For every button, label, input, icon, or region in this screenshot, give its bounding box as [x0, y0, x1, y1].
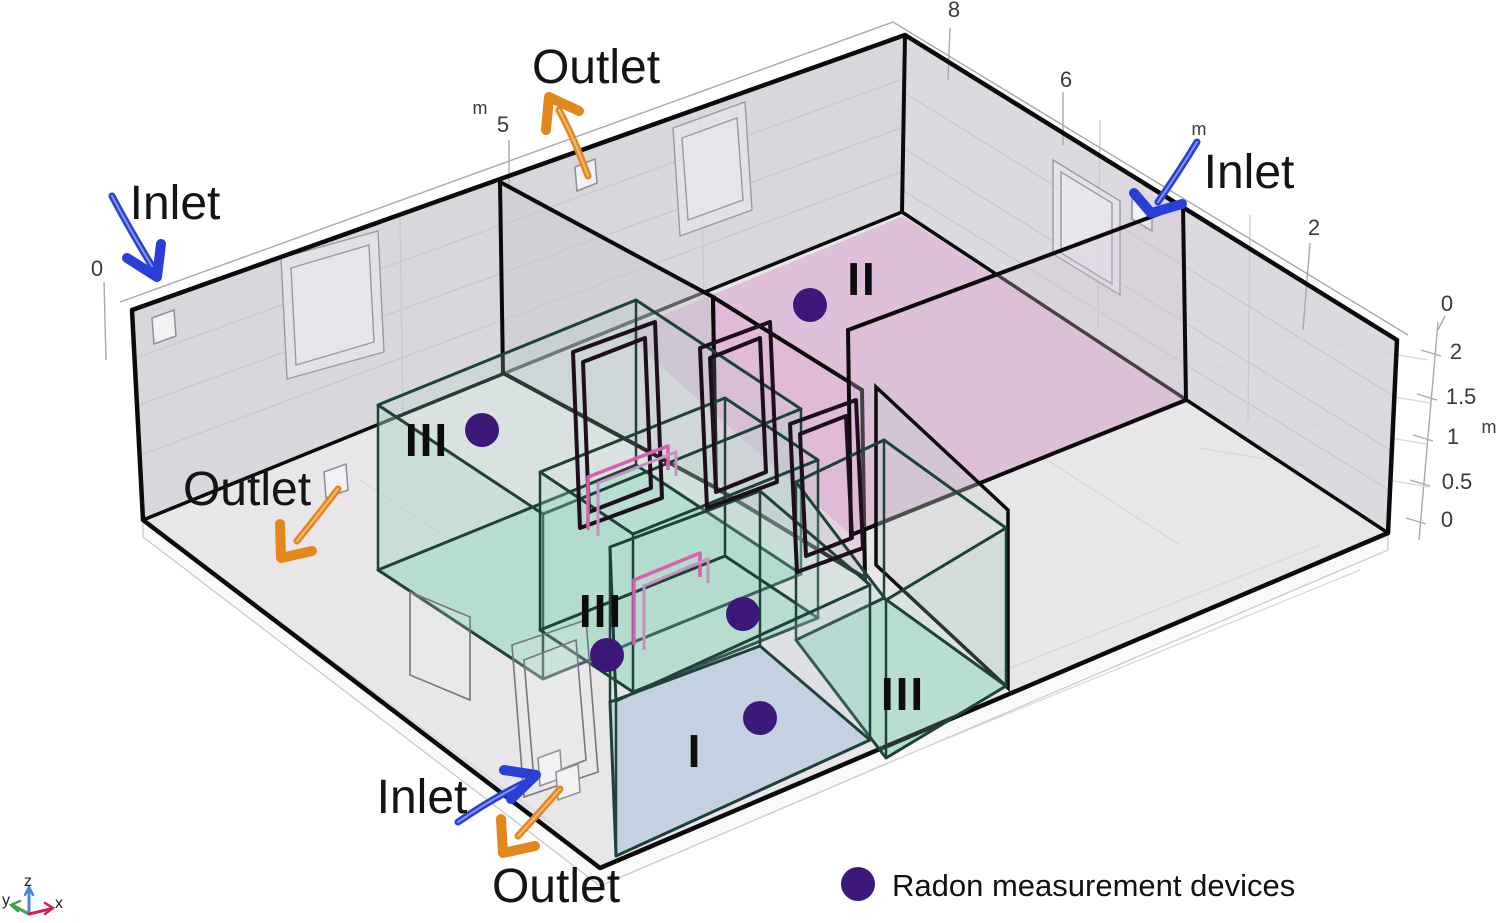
flow-arrows — [108, 92, 1201, 858]
flow-label-inlet: Inlet — [130, 177, 221, 230]
radon-device-dot — [793, 288, 827, 322]
radon-device-dot — [465, 413, 499, 447]
stair-railings — [586, 444, 710, 650]
room-III-left-floor — [378, 465, 801, 679]
room-label: III — [405, 414, 449, 466]
axis-tick-label-height_axis: 1.5 — [1446, 384, 1477, 409]
window-left — [280, 230, 385, 380]
vent-inlet-topleft — [151, 308, 177, 346]
axis-tick-label-back_right_edge: 0 — [1441, 291, 1453, 316]
triad-label-z: z — [24, 873, 32, 890]
triad-z-head — [23, 884, 35, 897]
axis-tick-label-height_axis: 2 — [1450, 339, 1462, 364]
triad-label-x: x — [55, 895, 63, 912]
axis-unit-label-back_right_edge: m — [1192, 119, 1207, 139]
triad-label-y: y — [2, 892, 10, 909]
radon-device-dot — [743, 701, 777, 735]
inlet-arrow-topleft — [108, 192, 166, 282]
wall-roomIII-right — [874, 382, 1010, 693]
glass-room-III-center — [538, 396, 820, 694]
coordinate-triad — [8, 884, 56, 916]
doorway-roomIII-left — [409, 590, 471, 702]
radon-device-dot — [726, 597, 760, 631]
outlet-arrow-top — [541, 92, 592, 180]
flow-label-outlet: Outlet — [532, 41, 660, 94]
room-label: II — [847, 253, 877, 305]
room-label: III — [881, 668, 925, 720]
legend-radon-dot — [841, 867, 875, 901]
glass-room-III-left — [376, 298, 803, 702]
glass-rooms — [323, 298, 1008, 858]
axis-tick-label-height_axis: 0.5 — [1442, 469, 1473, 494]
flow-label-inlet: Inlet — [1204, 146, 1295, 199]
axis-unit-label-height_axis: m — [1482, 417, 1497, 437]
inlet-arrow-bottom — [454, 765, 541, 826]
flow-label-outlet: Outlet — [492, 860, 620, 913]
axis-unit-label-back_left_edge: m — [473, 98, 488, 118]
triad-x-arrow — [27, 907, 52, 916]
axis-tick-label-back_left_edge: 5 — [497, 112, 509, 137]
triad-y-head — [8, 899, 22, 913]
window-mid — [672, 101, 753, 237]
axis-tick-label-back_right_edge: 2 — [1308, 215, 1320, 240]
axis-tick-label-height_axis: 1 — [1447, 424, 1459, 449]
radon-device-dot — [590, 638, 624, 672]
axis-tick-label-back_left_edge: 0 — [91, 256, 103, 281]
outlet-arrow-left — [275, 485, 342, 563]
back-left-wall — [132, 35, 905, 520]
inlet-arrow-topright — [1129, 138, 1201, 218]
axis-tick-label-back_left_edge: 8 — [948, 0, 960, 22]
axis-tick-label-height_axis: 0 — [1441, 507, 1453, 532]
vent-outlet-left — [323, 462, 349, 500]
axis-tick-label-back_right_edge: 6 — [1060, 67, 1072, 92]
room-label: I — [688, 725, 703, 777]
triad-y-arrow — [12, 904, 31, 916]
room-I-floor — [610, 646, 870, 856]
room-label: III — [579, 585, 623, 637]
window-right — [1052, 158, 1121, 297]
flow-label-outlet: Outlet — [183, 463, 311, 516]
door-frames — [571, 320, 865, 574]
triad-x-head — [43, 901, 56, 916]
legend-label: Radon measurement devices — [892, 868, 1295, 903]
room-III-right-floor — [796, 598, 1006, 758]
flow-label-inlet: Inlet — [377, 771, 468, 824]
outlet-arrow-bottom — [496, 785, 564, 858]
cupboard-frame — [511, 618, 599, 802]
